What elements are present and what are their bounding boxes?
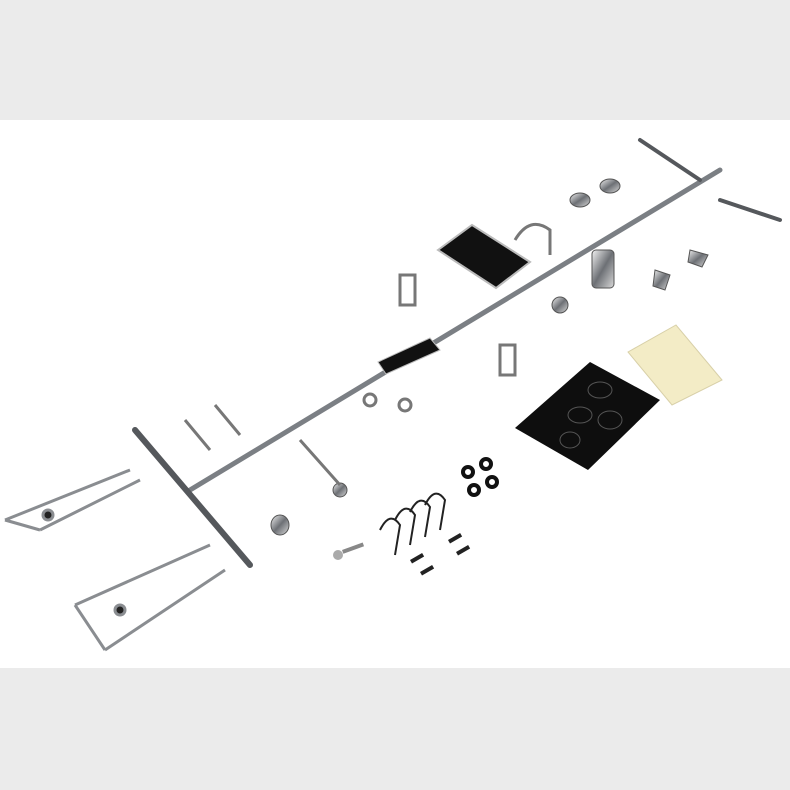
washers <box>461 457 499 497</box>
mirrors <box>270 178 709 536</box>
body-clips <box>379 492 447 556</box>
adhesive-tape-sheet <box>627 324 723 406</box>
parts-illustration <box>4 138 782 652</box>
screws <box>333 533 471 576</box>
top-band <box>0 0 790 120</box>
product-photo <box>0 120 790 668</box>
sprue-runner <box>132 138 782 568</box>
license-plates <box>377 223 532 375</box>
decal-shapes <box>559 381 623 449</box>
wiper-arms <box>4 468 226 652</box>
decal-sheet <box>515 362 660 470</box>
bottom-band <box>0 668 790 790</box>
small-parts <box>183 222 552 486</box>
